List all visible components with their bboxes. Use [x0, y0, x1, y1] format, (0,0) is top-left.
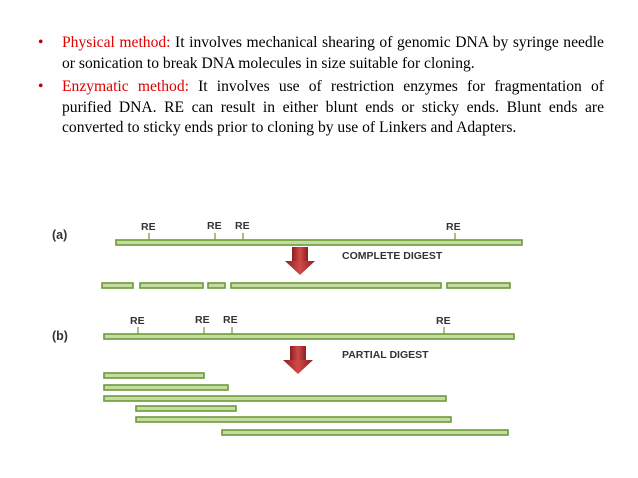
partial-digest-label: PARTIAL DIGEST	[342, 349, 429, 361]
digest-arrow	[292, 247, 308, 261]
digest-arrow-head	[285, 261, 315, 275]
intact-dna-strand	[115, 239, 523, 246]
restriction-digest-diagram: (a) RE RE RE RE COMPLETE DIGEST (b) RE R…	[52, 220, 523, 436]
dna-fragment	[101, 282, 134, 289]
re-site-label: RE	[141, 221, 156, 233]
bullet-dot: •	[38, 34, 44, 51]
intact-dna-strand	[103, 333, 515, 340]
complete-digest-label: COMPLETE DIGEST	[342, 250, 443, 262]
re-site-label: RE	[207, 220, 222, 232]
bullet-list: • Physical method: It involves mechanica…	[38, 33, 604, 142]
re-site-label: RE	[235, 220, 250, 232]
bullet-term: Enzymatic method:	[62, 78, 189, 96]
dna-fragment	[103, 384, 229, 391]
bullet-dot: •	[38, 78, 44, 96]
dna-fragment	[139, 282, 204, 289]
dna-fragment	[230, 282, 442, 289]
part-b-label: (b)	[52, 329, 68, 343]
digest-arrow	[290, 346, 306, 360]
dna-fragment	[135, 416, 452, 423]
bullet-enzymatic-method: • Enzymatic method: It involves use of r…	[38, 77, 604, 139]
dna-fragment	[221, 429, 509, 436]
dna-fragment	[446, 282, 511, 289]
dna-fragment	[103, 395, 447, 402]
part-a-label: (a)	[52, 228, 67, 242]
bullet-text: It involves mechanical shearing of genom…	[62, 34, 604, 72]
digest-arrow-head	[283, 360, 313, 374]
complete-digest-panel: (a) RE RE RE RE COMPLETE DIGEST	[52, 220, 523, 289]
re-site-label: RE	[446, 221, 461, 233]
re-site-label: RE	[195, 314, 210, 326]
partial-digest-panel: (b) RE RE RE RE PARTIAL DIGEST	[52, 314, 515, 436]
bullet-physical-method: • Physical method: It involves mechanica…	[38, 33, 604, 74]
dna-fragment	[135, 405, 237, 412]
dna-fragment	[103, 372, 205, 379]
bullet-text: It involves use of restriction enzymes f…	[62, 78, 604, 137]
re-site-label: RE	[436, 315, 451, 327]
bullet-term: Physical method:	[62, 34, 171, 51]
re-site-label: RE	[130, 315, 145, 327]
dna-fragment	[207, 282, 226, 289]
re-site-label: RE	[223, 314, 238, 326]
